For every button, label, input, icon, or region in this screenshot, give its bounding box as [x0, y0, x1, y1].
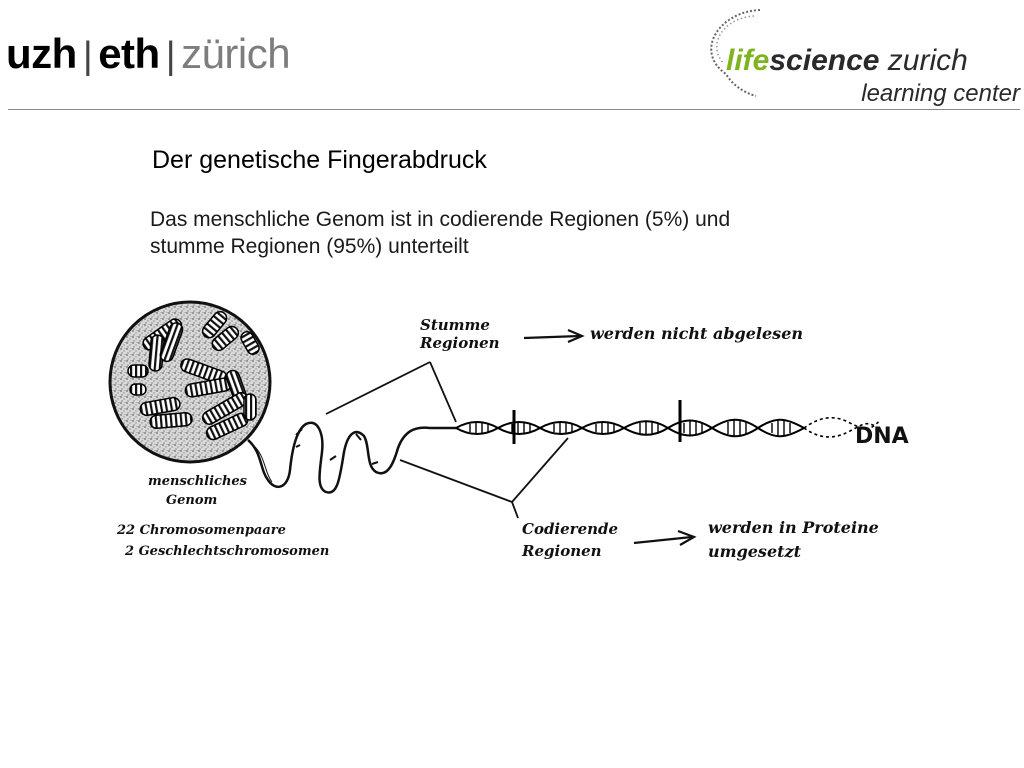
intro-line-1: Das menschliche Genom ist in codierende …: [150, 208, 731, 231]
pointer-lines: [325, 361, 569, 519]
intro-line-2: stumme Regionen (95%) unterteilt: [150, 235, 469, 258]
arrow-codierende: [633, 529, 697, 546]
label-codierende-regionen: Codierende Regionen: [522, 520, 619, 560]
logo-separator-2: |: [165, 35, 176, 77]
nucleus: [108, 300, 272, 464]
logo-zurich: zürich: [181, 30, 291, 77]
logo-uzh: uzh: [6, 30, 77, 77]
logo-science: science: [769, 44, 880, 77]
uzh-eth-logo: uzh|eth|zürich: [6, 30, 291, 78]
dna-helix: [455, 400, 881, 444]
label-stumme-regionen: Stumme Regionen: [420, 316, 500, 352]
label-dna: DNA: [855, 424, 909, 449]
header-divider: [8, 109, 1020, 110]
life-science-zurich-logo: lifescience zurich learning center: [690, 4, 1024, 108]
arrow-stumme: [523, 328, 585, 344]
logo-zurich-right: zurich: [887, 44, 968, 77]
chromosomes: [127, 310, 260, 441]
logo-eth: eth: [98, 30, 160, 77]
dna-coil: [247, 421, 456, 494]
label-menschliches-genom: menschliches Genom: [148, 474, 247, 508]
label-werden-in-proteine: werden in Proteine umgesetzt: [708, 518, 879, 561]
slide-intro: Das menschliche Genom ist in codierende …: [150, 206, 870, 260]
slide-title: Der genetische Fingerabdruck: [152, 146, 487, 174]
label-werden-nicht-abgelesen: werden nicht abgelesen: [590, 324, 803, 343]
logo-arc-icon: [710, 9, 761, 97]
logo-life: life: [726, 44, 770, 77]
label-chromosomen: 22 Chromosomenpaare 2 Geschlechtschromos…: [117, 523, 330, 559]
logo-line-1: lifescience zurich: [726, 44, 968, 78]
logo-separator-1: |: [82, 35, 93, 77]
logo-learning-center: learning center: [861, 80, 1020, 107]
